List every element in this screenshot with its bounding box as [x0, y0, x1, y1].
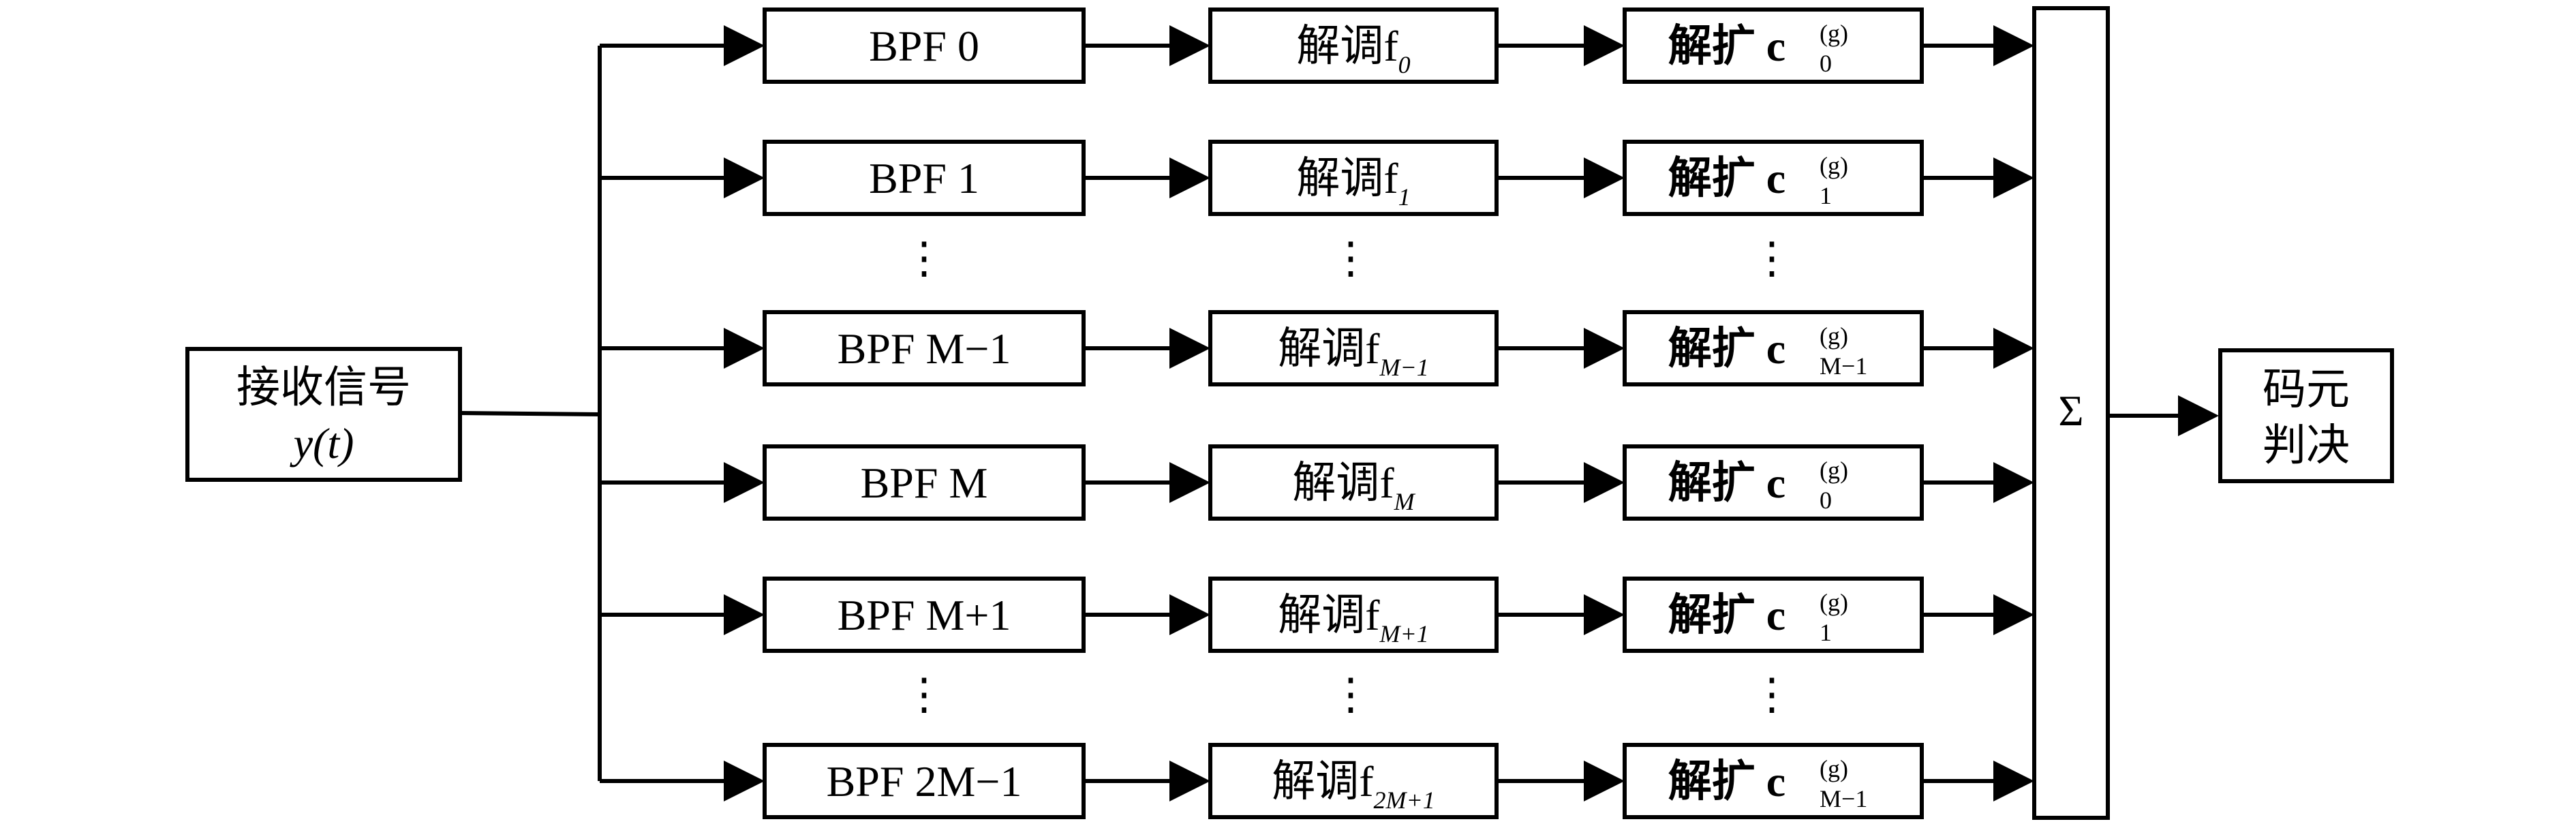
ellipsis-despread-upper: ⋮: [1750, 234, 1794, 282]
demod-subscript: 0: [1398, 51, 1411, 78]
despread-superscript: (g): [1820, 20, 1848, 47]
bpf-label: BPF 0: [869, 22, 979, 70]
demod-subscript: M: [1394, 488, 1416, 515]
input-block: 接收信号 y(t): [185, 347, 462, 482]
despread-superscript: (g): [1820, 755, 1848, 782]
demod-box: [1208, 310, 1499, 386]
despread-box: [1623, 444, 1924, 521]
bpf-box: [763, 743, 1086, 819]
bpf-label: BPF 1: [869, 154, 979, 202]
ellipsis-despread-lower: ⋮: [1750, 670, 1794, 718]
demod-main: 解调f: [1296, 154, 1398, 202]
branch-row: BPF 2M−1 解调f2M+1 解扩 c (g) M−1: [600, 743, 2034, 819]
demod-main: 解调f: [1278, 591, 1380, 639]
demod-box: [1208, 7, 1499, 84]
despread-box: [1623, 140, 1924, 216]
demod-main: 解调f: [1292, 459, 1394, 507]
demod-box: [1208, 140, 1499, 216]
bpf-box: [763, 310, 1086, 386]
bpf-label: BPF M−1: [838, 324, 1011, 373]
despread-subscript: 1: [1820, 619, 1832, 646]
despread-label: 解扩 c: [1668, 22, 1785, 70]
demod-subscript: M+1: [1379, 620, 1429, 647]
despread-label: 解扩 c: [1668, 324, 1785, 373]
despread-superscript: (g): [1820, 152, 1848, 179]
demod-subscript: M−1: [1379, 354, 1429, 381]
despread-main: 解扩 c: [1668, 459, 1785, 507]
branch-row: BPF M 解调fM 解扩 c (g) 0: [600, 444, 2034, 521]
ellipsis-bpf-lower: ⋮: [902, 670, 946, 718]
despread-label: 解扩 c: [1668, 591, 1785, 639]
bpf-label: BPF 2M−1: [827, 757, 1022, 806]
ellipsis-group-lower: ⋮ ⋮ ⋮: [902, 670, 1794, 718]
bpf-box: [763, 140, 1086, 216]
sum-block: Σ: [2032, 6, 2110, 820]
despread-superscript: (g): [1820, 457, 1848, 484]
demod-box: [1208, 743, 1499, 819]
despread-label: 解扩 c: [1668, 459, 1785, 507]
ellipsis-bpf-upper: ⋮: [902, 234, 946, 282]
despread-subscript: 1: [1820, 182, 1832, 209]
bpf-box: [763, 444, 1086, 521]
despread-subscript: 0: [1820, 50, 1832, 77]
ellipsis-group-upper: ⋮ ⋮ ⋮: [902, 234, 1794, 282]
demod-label: 解调fM−1: [1278, 324, 1429, 381]
despread-superscript: (g): [1820, 589, 1848, 616]
despread-main: 解扩 c: [1668, 22, 1785, 70]
demod-box: [1208, 444, 1499, 521]
bpf-label: BPF M+1: [838, 591, 1011, 639]
ellipsis-demod-lower: ⋮: [1329, 670, 1373, 718]
decision-block: 码元 判决: [2218, 348, 2394, 483]
demod-subscript: 2M+1: [1374, 786, 1435, 814]
sum-symbol: Σ: [2058, 386, 2083, 435]
demod-main: 解调f: [1278, 324, 1380, 373]
despread-main: 解扩 c: [1668, 591, 1785, 639]
demod-label: 解调f0: [1296, 22, 1410, 78]
despread-box: [1623, 577, 1924, 653]
input-wire: [459, 411, 600, 416]
despread-label: 解扩 c: [1668, 757, 1785, 806]
demod-subscript: 1: [1398, 183, 1411, 211]
decision-label-line2: 判决: [2263, 421, 2350, 470]
input-label-line2: y(t): [290, 419, 354, 468]
despread-subscript: 0: [1820, 487, 1832, 514]
despread-subscript: M−1: [1820, 785, 1867, 812]
demod-box: [1208, 577, 1499, 653]
bpf-label: BPF M: [861, 459, 988, 507]
ellipsis-demod-upper: ⋮: [1329, 234, 1373, 282]
decision-label-line1: 码元: [2263, 365, 2350, 414]
despread-main: 解扩 c: [1668, 154, 1785, 202]
demod-label: 解调fM: [1292, 459, 1415, 515]
demod-main: 解调f: [1272, 757, 1374, 806]
bpf-box: [763, 577, 1086, 653]
demod-label: 解调fM+1: [1278, 591, 1429, 647]
despread-box: [1623, 743, 1924, 819]
despread-main: 解扩 c: [1668, 324, 1785, 373]
bpf-box: [763, 7, 1086, 84]
despread-main: 解扩 c: [1668, 757, 1785, 806]
branch-row: BPF M+1 解调fM+1 解扩 c (g) 1: [600, 577, 2034, 653]
despread-box: [1623, 7, 1924, 84]
demod-label: 解调f1: [1296, 154, 1410, 211]
demod-main: 解调f: [1296, 22, 1398, 70]
input-label-line1: 接收信号: [236, 363, 411, 412]
despread-superscript: (g): [1820, 322, 1848, 350]
demod-label: 解调f2M+1: [1272, 757, 1435, 814]
despread-label: 解扩 c: [1668, 154, 1785, 202]
despread-subscript: M−1: [1820, 352, 1867, 380]
despread-box: [1623, 310, 1924, 386]
